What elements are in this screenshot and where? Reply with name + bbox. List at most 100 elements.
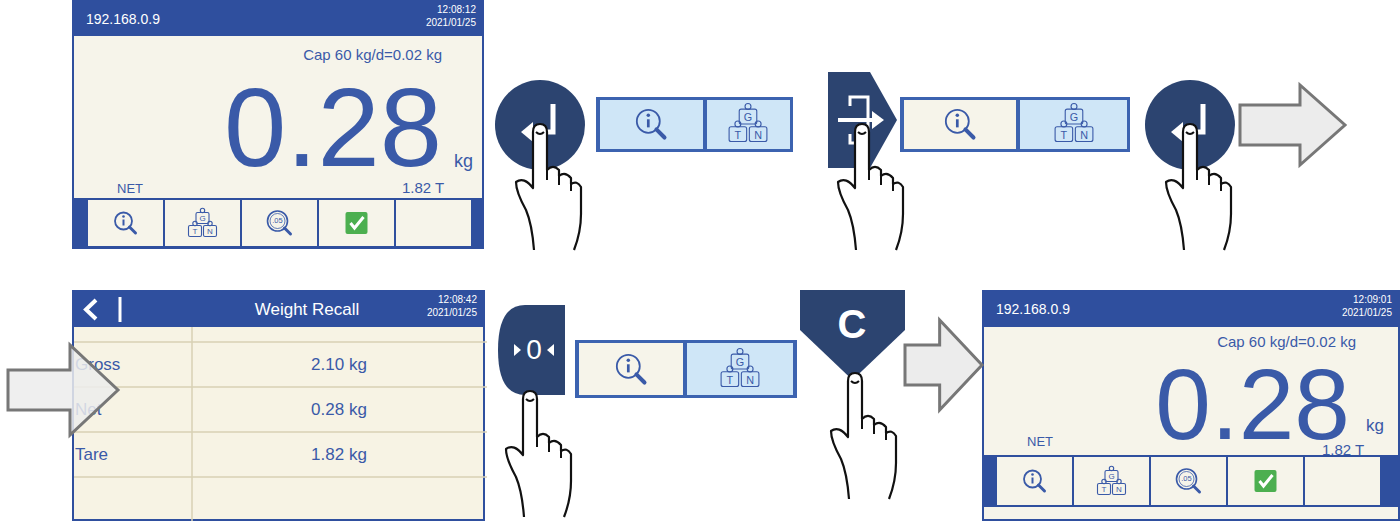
softkey-cell <box>1305 457 1380 505</box>
zoom-lens-inner <box>1179 472 1194 487</box>
weight-body <box>729 127 747 142</box>
weight-value: 0.28 <box>1155 354 1350 454</box>
ip-address: 192.168.0.9 <box>86 12 160 26</box>
clock-date: 2021/01/25 <box>427 308 477 318</box>
weight-body <box>1075 127 1093 142</box>
pressing-hand <box>1166 124 1231 250</box>
weight-unit: kg <box>454 152 473 170</box>
weight-unit: kg <box>1366 417 1384 434</box>
enter-key <box>1145 80 1235 170</box>
scale-screen: 192.168.0.912:08:122021/01/25Cap 60 kg/d… <box>72 0 484 249</box>
info-dot <box>1031 473 1034 476</box>
info-dot <box>122 215 125 218</box>
weight-letter: G <box>1108 473 1114 481</box>
navigate-key <box>828 72 897 168</box>
softkey-cell <box>88 200 163 246</box>
weight-letter: T <box>735 129 742 140</box>
back-divider <box>119 297 122 322</box>
weight-handle <box>747 366 753 372</box>
weight-body <box>739 109 757 124</box>
key-label: 0 <box>526 336 542 364</box>
clear-key: C <box>800 290 905 380</box>
capacity-text: Cap 60 kg/d=0.02 kg <box>1217 334 1356 349</box>
table-label: Gross <box>75 356 120 373</box>
check-box <box>1255 470 1277 492</box>
clock-time: 12:08:42 <box>438 295 477 305</box>
info-handle <box>130 227 136 233</box>
softkey-cell <box>687 343 793 395</box>
weight-letter: T <box>727 374 734 385</box>
info-stem <box>647 119 650 127</box>
weight-body <box>1065 109 1083 124</box>
enter-symbol <box>532 104 553 132</box>
weight-letter: N <box>1116 486 1122 494</box>
key-body <box>498 305 565 395</box>
softkey-cell <box>579 343 683 395</box>
zoom-handle <box>285 228 291 234</box>
table-value: 1.82 kg <box>311 446 367 463</box>
table-label: Net <box>75 401 101 418</box>
zoom-label: .05 <box>1181 475 1191 483</box>
softkey-cell <box>1020 100 1127 149</box>
info-stem <box>956 119 959 127</box>
key-label: C <box>838 304 867 344</box>
pressing-hand <box>506 391 571 517</box>
weight-body <box>196 213 209 224</box>
zoom-label: .05 <box>272 217 282 225</box>
exit-symbol <box>850 97 868 143</box>
zero-arrow <box>514 344 521 356</box>
back-chevron <box>86 300 96 319</box>
weight-letter: G <box>199 215 205 223</box>
weight-handle <box>1061 121 1067 127</box>
weight-letter: T <box>193 228 198 236</box>
softkey-strip <box>575 340 797 398</box>
weight-body <box>1113 484 1126 495</box>
flow-arrow <box>905 320 982 410</box>
info-handle <box>636 374 644 382</box>
exit-symbol-arrow <box>838 118 874 122</box>
scale-screen: 192.168.0.912:09:012021/01/25Cap 60 kg/d… <box>982 290 1400 521</box>
clock-time: 12:09:01 <box>1353 295 1392 305</box>
enter-symbol <box>1182 104 1203 132</box>
zoom-lens-inner <box>270 214 285 229</box>
weight-body <box>731 354 749 369</box>
softkey-strip <box>900 97 1130 152</box>
screen-title: Weight Recall <box>255 301 360 318</box>
weight-letter: T <box>1061 129 1068 140</box>
recall-graphics <box>74 292 487 521</box>
table-value: 0.28 kg <box>311 401 367 418</box>
info-dot <box>627 358 631 362</box>
check-mark <box>351 217 364 228</box>
table-divider <box>191 327 193 521</box>
info-stem <box>123 220 125 226</box>
table-rule <box>74 341 487 343</box>
weight-body <box>1055 127 1073 142</box>
weight-letter: N <box>1080 129 1088 140</box>
weight-body <box>1105 471 1118 482</box>
net-indicator: 1.82 T <box>402 180 444 195</box>
weight-handle <box>737 348 743 354</box>
flow-arrow <box>1240 85 1345 165</box>
table-label: Tare <box>75 446 108 463</box>
weight-letter: N <box>754 129 762 140</box>
info-handle <box>656 129 664 137</box>
table-rule <box>74 386 487 388</box>
info-stem <box>627 364 630 372</box>
tare-value: NET <box>1027 435 1053 448</box>
table-rule <box>74 476 487 478</box>
weight-handle <box>755 121 761 127</box>
clock-date: 2021/01/25 <box>426 18 476 28</box>
weight-body <box>741 372 759 387</box>
weight-letter: G <box>736 357 744 368</box>
tare-value: NET <box>117 182 143 195</box>
weight-handle <box>745 103 751 109</box>
check-mark <box>1260 475 1273 486</box>
weight-letter: G <box>1070 112 1078 123</box>
zero-key: 0 <box>498 305 565 395</box>
clock-time: 12:08:12 <box>437 5 476 15</box>
weight-body <box>749 127 767 142</box>
zoom-handle <box>1194 486 1200 492</box>
weight-body <box>204 226 217 237</box>
info-handle <box>1039 485 1045 491</box>
